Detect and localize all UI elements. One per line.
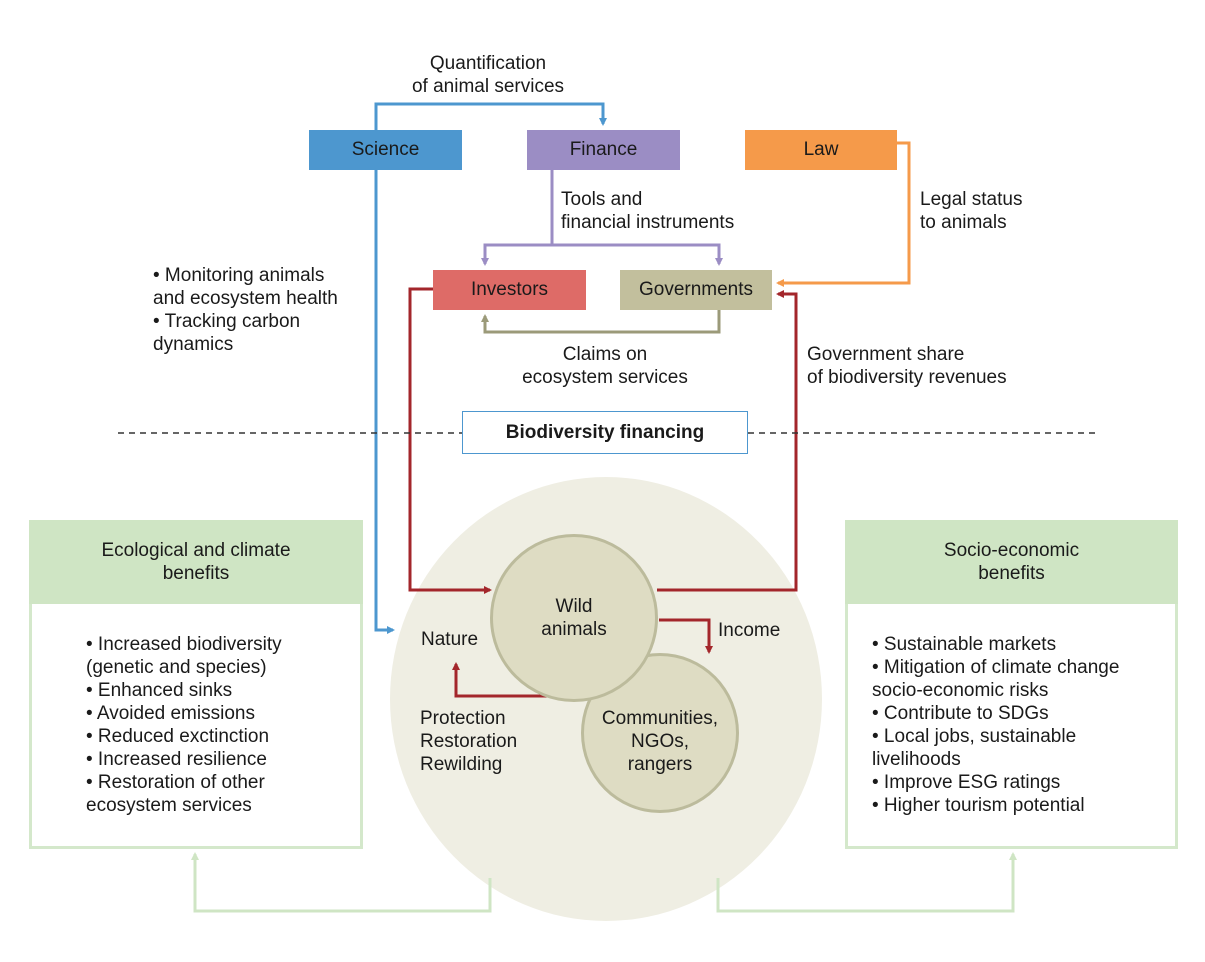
list-item: • Local jobs, sustainable (872, 726, 1077, 747)
ecological-benefits-list: • Increased biodiversity (genetic and sp… (86, 633, 282, 817)
law-label: Law (803, 139, 839, 160)
list-item: livelihoods (872, 749, 961, 770)
right-benefit-arrow (716, 852, 1017, 913)
communities-label: Communities, NGOs, rangers (601, 708, 719, 775)
claims-label: Claims on ecosystem services (522, 344, 688, 388)
science-label: Science (351, 139, 420, 160)
list-item: • Improve ESG ratings (872, 772, 1061, 793)
list-item: • Contribute to SDGs (872, 703, 1049, 724)
investors-to-wild-arrow (408, 287, 492, 594)
monitoring-label: • Monitoring animals and ecosystem healt… (153, 265, 338, 355)
list-item: (genetic and species) (86, 657, 267, 678)
science-to-finance-arrow (374, 102, 607, 130)
actions-label: Protection Restoration Rewilding (420, 708, 518, 775)
legal-status-label: Legal status to animals (920, 189, 1023, 233)
nature-label: Nature (421, 629, 479, 650)
tools-label: Tools and financial instruments (561, 189, 735, 233)
science-to-nature-arrow (374, 170, 395, 634)
list-item: • Increased resilience (86, 749, 267, 770)
quantification-label: Quantification of animal services (411, 53, 565, 97)
investors-label: Investors (470, 279, 549, 300)
list-item: ecosystem services (86, 795, 252, 816)
wild-to-governments-arrow (657, 290, 798, 592)
protection-arrow (452, 662, 548, 698)
government-share-label: Government share of biodiversity revenue… (807, 344, 1007, 388)
wild-animals-circle (490, 534, 658, 702)
list-item: • Restoration of other (86, 772, 265, 793)
science-box: Science (309, 130, 462, 170)
claims-arrow (481, 310, 721, 334)
wild-animals-label: Wild animals (541, 596, 607, 640)
list-item: • Avoided emissions (86, 703, 255, 724)
list-item: • Mitigation of climate change (872, 657, 1120, 678)
biodiversity-financing-box: Biodiversity financing (462, 411, 748, 454)
income-arrow (659, 618, 713, 654)
biodiversity-financing-label: Biodiversity financing (505, 421, 705, 443)
investors-box: Investors (433, 270, 586, 310)
list-item: • Higher tourism potential (872, 795, 1085, 816)
left-benefit-arrow (191, 852, 492, 913)
list-item: • Sustainable markets (872, 634, 1057, 655)
list-item: • Enhanced sinks (86, 680, 233, 701)
finance-label: Finance (569, 139, 638, 160)
law-box: Law (745, 130, 897, 170)
list-item: socio-economic risks (872, 680, 1049, 701)
governments-box: Governments (620, 270, 772, 310)
finance-to-governments-arrow (552, 243, 723, 266)
income-label: Income (718, 620, 781, 641)
list-item: • Increased biodiversity (86, 634, 282, 655)
ecological-benefits-header: Ecological and climate benefits (29, 520, 363, 604)
law-to-governments-arrow (776, 141, 911, 287)
list-item: • Reduced exctinction (86, 726, 270, 747)
finance-box: Finance (527, 130, 680, 170)
finance-to-investors-arrow (481, 243, 552, 266)
governments-label: Governments (638, 279, 754, 300)
socio-economic-benefits-list: • Sustainable markets • Mitigation of cl… (872, 633, 1119, 817)
socio-economic-benefits-header: Socio-economic benefits (845, 520, 1178, 604)
